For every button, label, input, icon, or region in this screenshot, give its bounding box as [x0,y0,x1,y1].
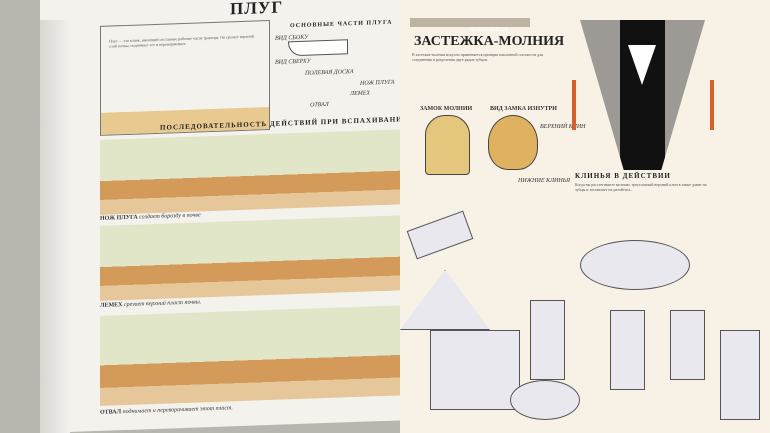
lower-wedges-label: НИЖНИЕ КЛИНЬЯ [518,178,571,184]
action-text: Когда вы расстегиваете молнию, треугольн… [575,182,707,192]
caption-share: ЛЕМЕХ срезает верхний пласт почвы. [100,299,202,309]
left-page: ПЛУГ Плуг — это кланк, имеющий составные… [40,0,410,433]
plow-title: ПЛУГ [230,0,284,19]
stonehenge-illustration [400,200,770,433]
section-header-bar: НАКЛОННАЯ [410,18,530,33]
top-view-label: ВИД СВЕРХУ [275,58,311,66]
plow-intro-text: Плуг — это кланк, имеющий составные рабо… [109,33,254,49]
orange-arrow-left [572,80,576,130]
section-header: НАКЛОННАЯ [470,27,509,33]
inside-label: ВИД ЗАМКА ИЗНУТРИ [490,106,557,112]
orange-arrow-right [710,80,714,130]
label-landside: ПОЛЕВАЯ ДОСКА [305,69,354,77]
upper-wedge-label: ВЕРХНИЙ КЛИН [540,124,586,130]
label-moldboard: ОТВАЛ [310,101,329,109]
zipper-intro: В застежке-молнии искусно применяется пр… [412,52,543,62]
action-heading: КЛИНЬЯ В ДЕЙСТВИИ [575,172,671,180]
caption-moldboard: ОТВАЛ поднимает и переворачивает этот пл… [100,405,233,416]
zipper-title: ЗАСТЕЖКА-МОЛНИЯ [414,34,565,49]
label-coulter: НОЖ ПЛУГА [360,79,395,87]
step-share-illustration [100,215,400,301]
plow-intro-box: Плуг — это кланк, имеющий составные рабо… [100,19,270,136]
plow-side-diagram [288,39,348,57]
parts-heading: ОСНОВНЫЕ ЧАСТИ ПЛУГА [290,19,393,30]
slider-inside-drawing [488,115,538,170]
page-gutter [40,20,70,433]
lock-label: ЗАМОК МОЛНИИ [420,106,473,112]
zipper-slider-drawing [425,115,470,175]
step-moldboard-illustration [100,305,400,406]
label-share: ЛЕМЕХ [350,90,371,98]
upper-wedge-shape [628,45,656,85]
zipper-teeth-diagram [580,20,705,170]
right-page: НАКЛОННАЯ ЗАСТЕЖКА-МОЛНИЯ В застежке-мол… [400,0,770,433]
step-coulter-illustration [100,129,400,215]
